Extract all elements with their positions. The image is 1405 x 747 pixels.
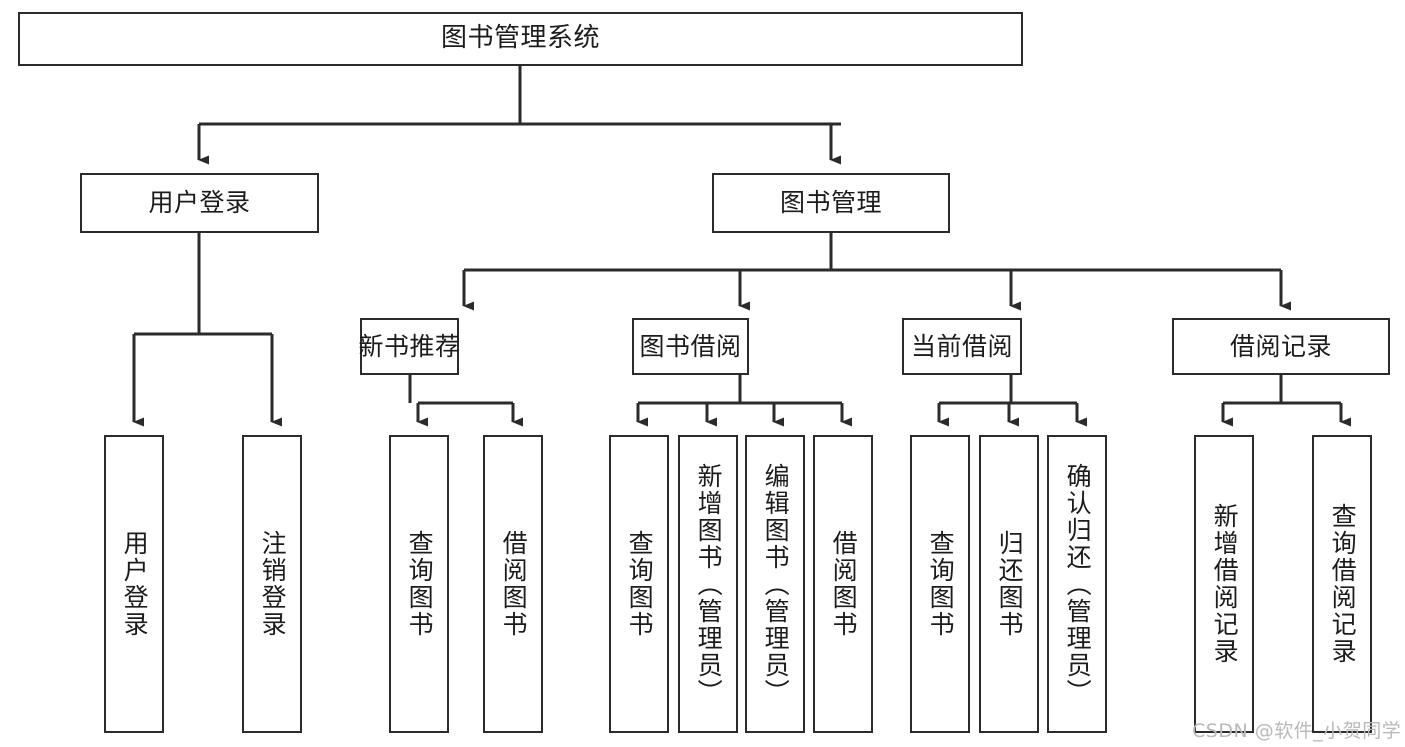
node-label: 当前借阅 [910,331,1013,361]
node-label: 查询图书 [625,530,655,638]
node-borrow-record[interactable]: 借阅记录 [1172,318,1390,375]
node-label: 图书管理 [779,188,882,217]
node-leaf-user-login[interactable]: 用户登录 [104,435,164,733]
node-book-borrow[interactable]: 图书借阅 [632,318,749,375]
node-label: 图书借阅 [639,331,742,361]
node-label: 确认归还（管理员） [1063,462,1093,706]
node-leaf-query-borrow-record[interactable]: 查询借阅记录 [1312,435,1372,733]
node-leaf-query-book-1[interactable]: 查询图书 [389,435,449,733]
node-label: 查询图书 [926,530,956,638]
csdn-watermark: CSDN @软件_小贺同学 [1192,720,1402,742]
node-label: 注销登录 [258,530,288,638]
node-leaf-add-book-admin[interactable]: 新增图书（管理员） [678,435,738,733]
node-label: 借阅图书 [829,530,859,638]
node-leaf-confirm-return-admin[interactable]: 确认归还（管理员） [1047,435,1107,733]
node-leaf-query-book-2[interactable]: 查询图书 [609,435,669,733]
node-leaf-add-borrow-record[interactable]: 新增借阅记录 [1194,435,1254,733]
node-leaf-logout-login[interactable]: 注销登录 [242,435,302,733]
node-user-login[interactable]: 用户登录 [80,173,319,233]
node-label: 归还图书 [995,530,1025,638]
node-label: 查询图书 [405,530,435,638]
node-leaf-query-book-3[interactable]: 查询图书 [910,435,970,733]
node-leaf-borrow-book-2[interactable]: 借阅图书 [813,435,873,733]
node-label: 借阅记录 [1229,331,1332,361]
node-label: 用户登录 [148,188,251,217]
node-leaf-edit-book-admin[interactable]: 编辑图书（管理员） [745,435,805,733]
node-label: 新增借阅记录 [1210,503,1240,665]
node-label: 新增图书（管理员） [694,462,724,706]
node-leaf-borrow-book-1[interactable]: 借阅图书 [483,435,543,733]
node-label: 新书推荐 [358,331,461,361]
node-label: 借阅图书 [499,530,529,638]
node-label: 图书管理系统 [440,23,600,54]
node-label: 用户登录 [120,530,150,638]
node-book-management[interactable]: 图书管理 [712,173,950,233]
node-root-book-management-system[interactable]: 图书管理系统 [18,12,1023,66]
node-label: 编辑图书（管理员） [761,462,791,706]
node-leaf-return-book[interactable]: 归还图书 [979,435,1039,733]
node-current-borrow[interactable]: 当前借阅 [902,318,1022,375]
node-new-book-recommend[interactable]: 新书推荐 [358,318,461,375]
node-label: 查询借阅记录 [1328,503,1358,665]
